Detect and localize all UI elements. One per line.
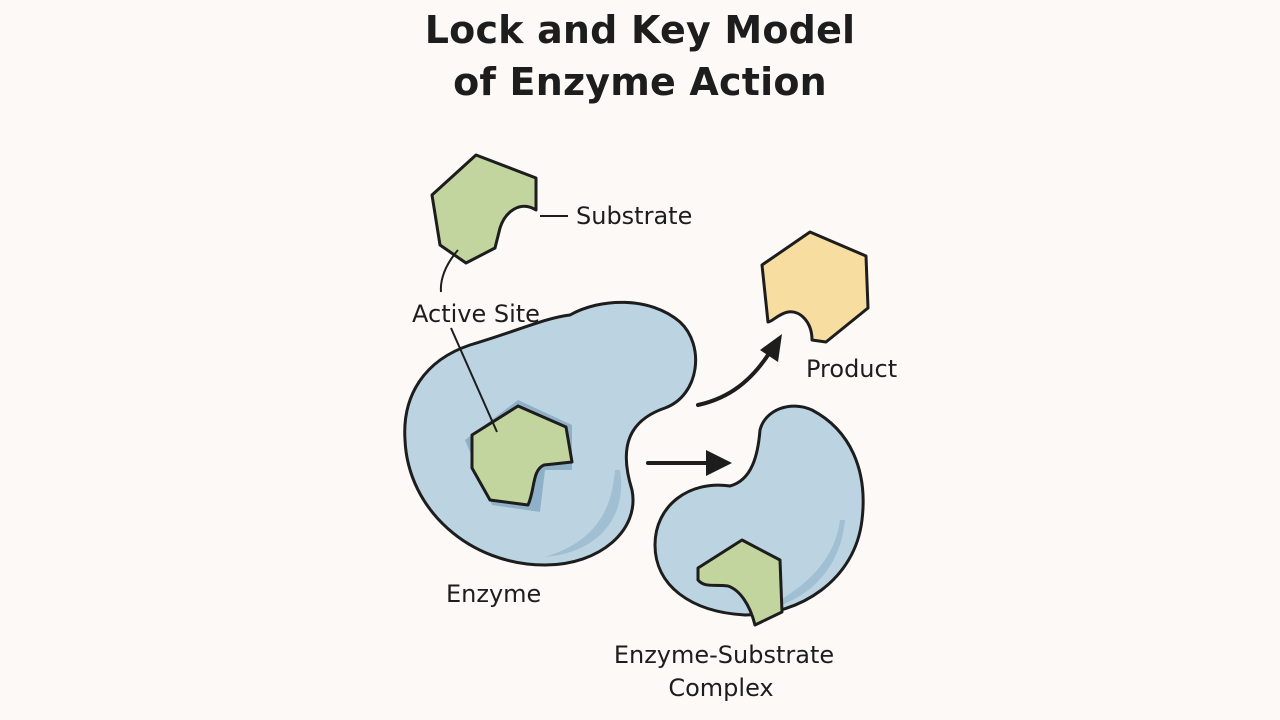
substrate-to-active-site-line [439, 249, 459, 293]
product-shape [760, 230, 870, 344]
active-site-label: Active Site [412, 300, 540, 328]
complex-substrate-shape [696, 538, 784, 627]
title-line-2: of Enzyme Action [453, 60, 827, 104]
substrate-shape [430, 153, 538, 265]
arrow-to-product [696, 334, 782, 407]
active-site-leader-line [450, 327, 498, 433]
title-line-1: Lock and Key Model [424, 8, 856, 52]
enzyme-label: Enzyme [446, 580, 541, 608]
diagram-title: Lock and Key Model of Enzyme Action [0, 4, 1280, 108]
substrate-label: Substrate [576, 202, 692, 230]
arrow-to-complex [646, 450, 732, 476]
complex-label-line-1: Enzyme-Substrate [614, 641, 834, 669]
product-label: Product [806, 355, 897, 383]
complex-label-line-2: Complex [668, 674, 773, 702]
